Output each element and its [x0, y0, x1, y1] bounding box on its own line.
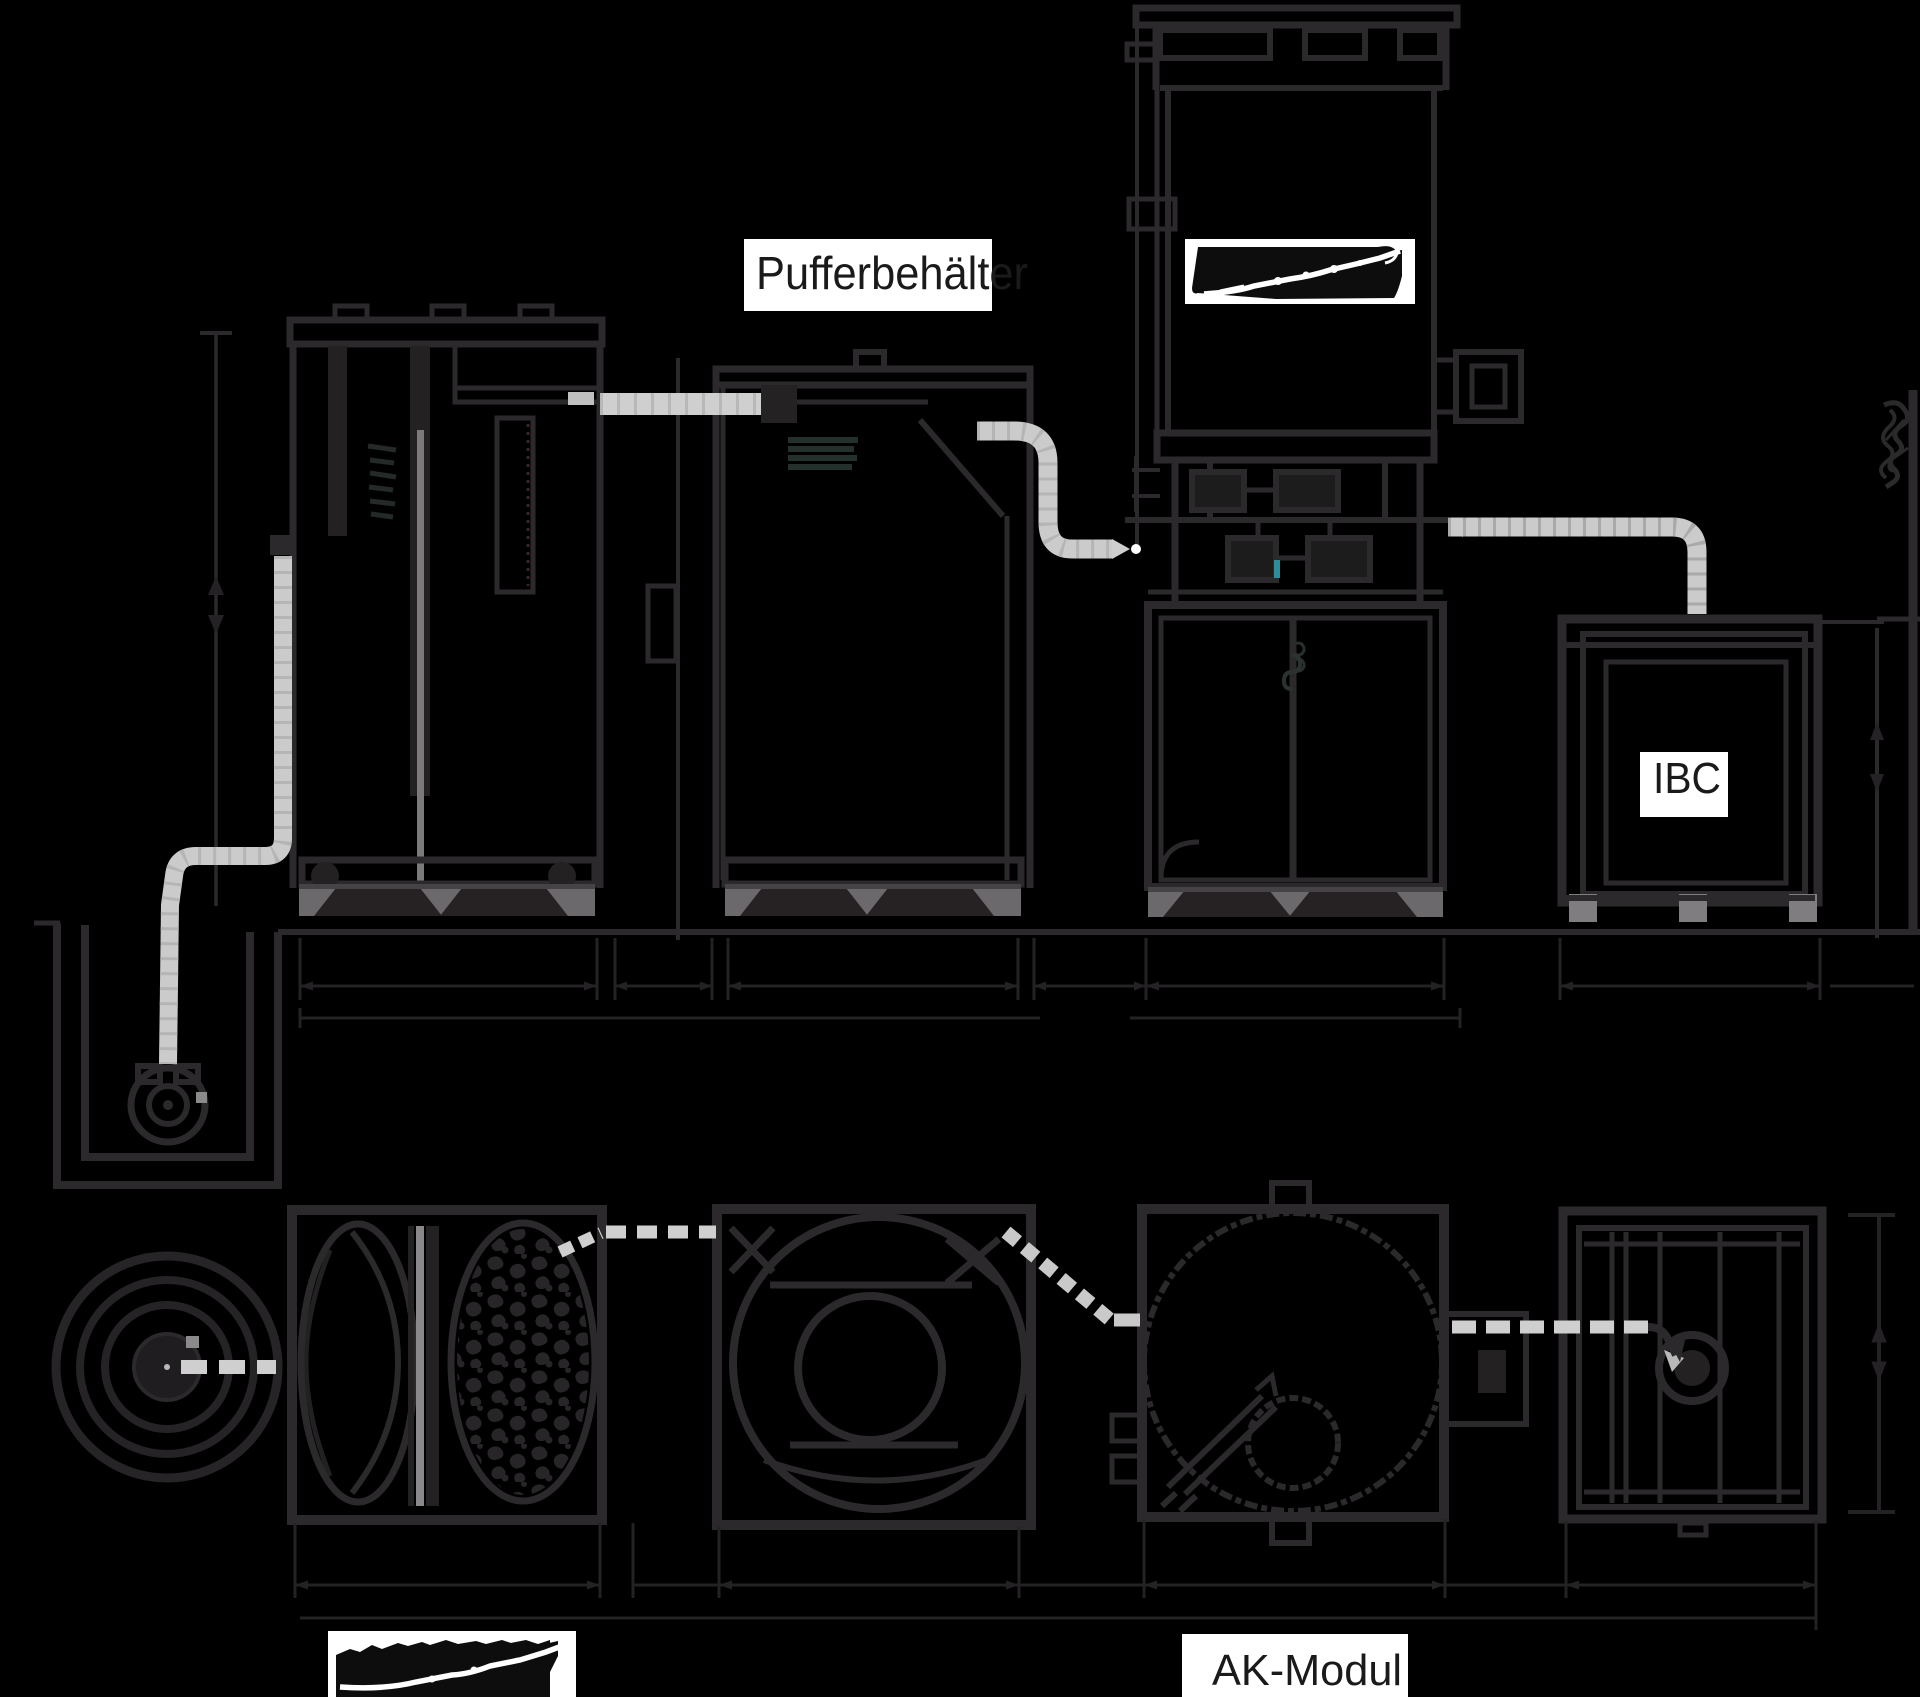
svg-text:AK-Modul: AK-Modul — [1212, 1646, 1402, 1695]
svg-text:IBC: IBC — [1653, 754, 1721, 803]
svg-text:Pufferbehälter: Pufferbehälter — [756, 247, 1028, 299]
